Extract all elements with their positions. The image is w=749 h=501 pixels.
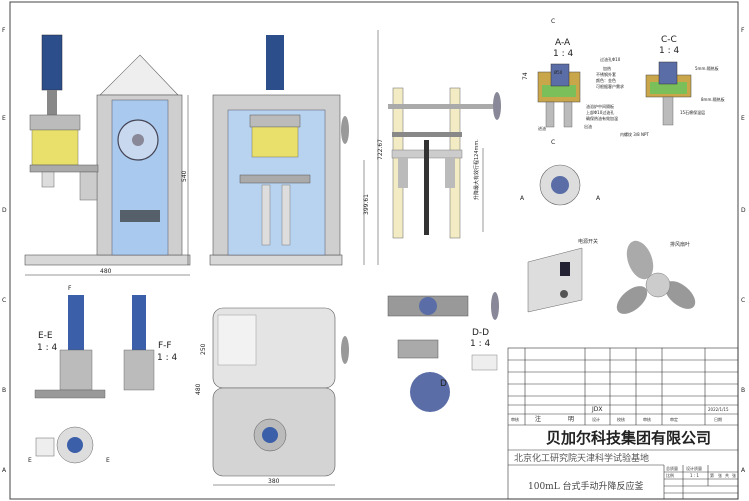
zone-d-right: D <box>741 207 746 214</box>
title-block-text: JDX 2022/1/15 审核 注 明 设计 校核 审核 审定 日期 贝加尔科… <box>511 406 736 492</box>
zone-e-left: E <box>2 115 6 122</box>
section-f-f: F-F 1 : 4 <box>123 295 177 391</box>
section-title: F-F <box>158 341 172 351</box>
section-scale: 1 : 4 <box>157 353 177 363</box>
view-e: E E <box>28 426 110 464</box>
dim-height: 540 <box>181 170 188 182</box>
mass-label: 总质量 <box>666 465 678 471</box>
sheet-label: 第 <box>710 472 714 478</box>
dim-height: 480 <box>195 383 202 395</box>
dim-lower-height: 399.61 <box>363 194 370 215</box>
header-note: 注 <box>535 415 541 423</box>
section-title: D-D <box>472 328 489 338</box>
note: 出油 <box>584 123 592 129</box>
section-scale: 1 : 4 <box>659 46 679 56</box>
dim-total-height: 722.67 <box>377 139 384 160</box>
view-label-a-right: A <box>596 195 601 202</box>
front-view: 540 480 <box>24 34 191 276</box>
scale-value: 1 : 1 <box>690 473 699 478</box>
zone-b-right: B <box>741 387 745 394</box>
note: 内螺纹 3/8 NPT <box>620 131 649 137</box>
view-label-a-left: A <box>520 195 525 202</box>
sheet-border <box>9 1 739 500</box>
company-name: 贝加尔科技集团有限公司 <box>546 429 711 447</box>
lift-mechanism-view: 升降最大有效行程124mm. <box>388 87 501 239</box>
view-label-e-left: E <box>28 457 32 464</box>
zone-f-left: F <box>2 27 6 34</box>
header-date: 日期 <box>714 416 722 422</box>
cut-label-c-top: C <box>551 18 555 25</box>
note: 过油孔Φ10 <box>600 56 621 62</box>
zone-markers: F E D C B A F E D C B A <box>2 27 746 474</box>
note: 5mm.隔热板 <box>695 65 719 71</box>
section-scale: 1 : 4 <box>553 49 573 59</box>
title-block <box>507 347 739 500</box>
section-scale: 1 : 4 <box>37 343 57 353</box>
total-unit: 张 <box>732 472 736 478</box>
section-title: E-E <box>38 331 53 341</box>
date: 2022/1/15 <box>708 407 729 412</box>
dim-diameter: Ø50 <box>554 70 563 75</box>
zone-b-left: B <box>2 387 6 394</box>
section-d-d: D-D 1 : 4 D <box>387 292 499 412</box>
total-label: 共 <box>725 472 729 478</box>
dim-width: 380 <box>268 478 280 485</box>
motor <box>41 34 63 91</box>
section-e-e: F E-E 1 : 4 <box>34 285 106 399</box>
note: 可根据客户需求 <box>596 83 624 89</box>
zone-f-right: F <box>741 27 745 34</box>
top-view: 250 480 380 <box>195 307 349 486</box>
site-name: 北京化工研究院天津科学试验基地 <box>514 452 649 464</box>
header-check: 校核 <box>617 416 625 422</box>
note: 上部Φ10过油孔 <box>586 109 614 115</box>
dim-width: 480 <box>100 268 112 275</box>
section-a-a: C C A-A 1 : 4 Ø50 74 过油孔Φ10 加热 不锈钢外套 颜色：… <box>522 18 624 146</box>
scale-label: 比例 <box>666 472 674 478</box>
designer-code: JDX <box>591 406 603 413</box>
side-view: 722.67 399.61 <box>209 30 384 266</box>
note: 15石棉保温层 <box>680 109 705 115</box>
note: 不锈钢外套 <box>596 71 616 77</box>
switch-label: 电源开关 <box>578 238 598 245</box>
note: 油浴炉中间隔板 <box>586 103 614 109</box>
section-c-c: C-C 1 : 4 5mm.隔热板 8mm.隔热板 15石棉保温层 内螺纹 3/… <box>620 35 725 137</box>
note: 进油 <box>538 125 546 131</box>
view-label-e-right: E <box>106 457 110 464</box>
note: 8mm.隔热板 <box>701 96 725 102</box>
section-scale: 1 : 4 <box>470 339 490 349</box>
section-title: A-A <box>555 38 571 48</box>
zone-e-right: E <box>741 115 745 122</box>
dim-height-74: 74 <box>522 72 529 80</box>
sheet-unit: 张 <box>718 472 722 478</box>
zone-d-left: D <box>2 207 7 214</box>
note: 确保热油有效加温 <box>586 115 618 121</box>
note: 加热 <box>603 65 611 71</box>
header-note-2: 明 <box>568 416 574 423</box>
zone-a-left: A <box>2 467 7 474</box>
motor <box>266 35 284 90</box>
dim-depth: 250 <box>200 343 207 355</box>
view-a: A A <box>520 164 601 206</box>
cut-label-f: F <box>68 285 72 292</box>
lift-travel-note: 升降最大有效行程124mm. <box>473 139 480 200</box>
cut-label-c-bottom: C <box>551 139 555 146</box>
view-label-d: D <box>440 379 447 389</box>
zone-c-left: C <box>2 297 6 304</box>
header-approve: 审定 <box>670 416 678 422</box>
header-reviewer: 审核 <box>511 416 519 422</box>
power-switch-detail: 电源开关 <box>527 238 598 313</box>
zone-c-right: C <box>741 297 745 304</box>
header-design: 设计 <box>592 416 600 422</box>
design-mass-label: 设计质量 <box>686 465 702 471</box>
fan-label: 排风扇叶 <box>670 241 690 248</box>
header-review: 审核 <box>643 416 651 422</box>
zone-a-right: A <box>741 467 746 474</box>
drawing-title: 100mL 台式手动升降反应釜 <box>528 480 644 492</box>
section-title: C-C <box>661 35 677 45</box>
fan-blade-detail: 排风扇叶 <box>616 240 696 314</box>
note: 颜色：金色 <box>596 77 616 83</box>
